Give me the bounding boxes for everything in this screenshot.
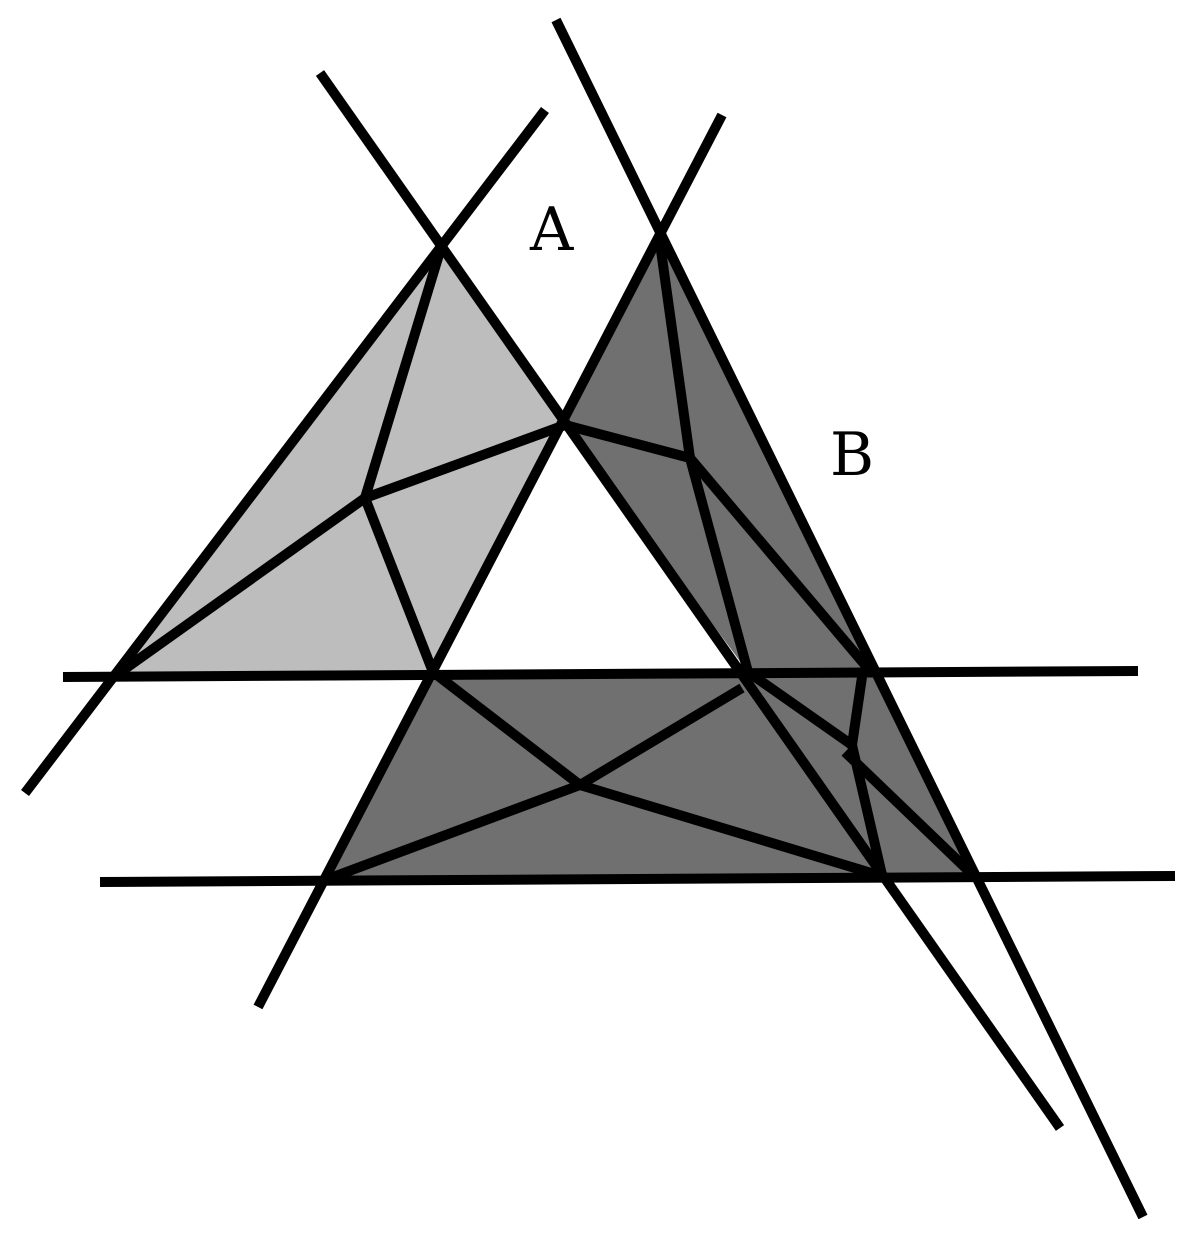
region-b-lower-dark xyxy=(325,672,975,880)
edge-lower-right-to-small-node xyxy=(847,676,867,746)
line-b-right-extended xyxy=(551,17,1148,1220)
edge-lower-center-to-bottom xyxy=(578,780,880,880)
edge-lower-small-node-to-corner xyxy=(841,748,979,881)
edge-lower-topmid-to-center xyxy=(577,683,745,790)
line-horizontal-lower xyxy=(99,871,1176,887)
edge-b-node-to-bottom-left xyxy=(685,456,753,674)
edge-b-left-to-node xyxy=(563,420,692,463)
edge-lower-mid-to-small-node xyxy=(745,667,855,750)
edge-a-left-to-center xyxy=(112,493,368,681)
edge-lower-topleft-to-center xyxy=(429,668,584,789)
region-b-upper-dark xyxy=(565,236,871,672)
line-b-left-extended xyxy=(253,112,727,1010)
edge-b-node-to-bottom-right xyxy=(686,454,875,676)
label-a: A xyxy=(530,195,574,265)
region-a-light xyxy=(115,248,565,676)
edge-a-bottom-to-center xyxy=(360,496,438,674)
edge-a-apex-to-center xyxy=(360,246,446,500)
edge-lower-left-to-center xyxy=(323,780,582,885)
edge-b-apex-to-node xyxy=(654,235,695,459)
edge-a-right-to-center xyxy=(363,420,567,503)
line-horizontal-upper xyxy=(62,666,1139,682)
label-b: B xyxy=(830,420,875,490)
